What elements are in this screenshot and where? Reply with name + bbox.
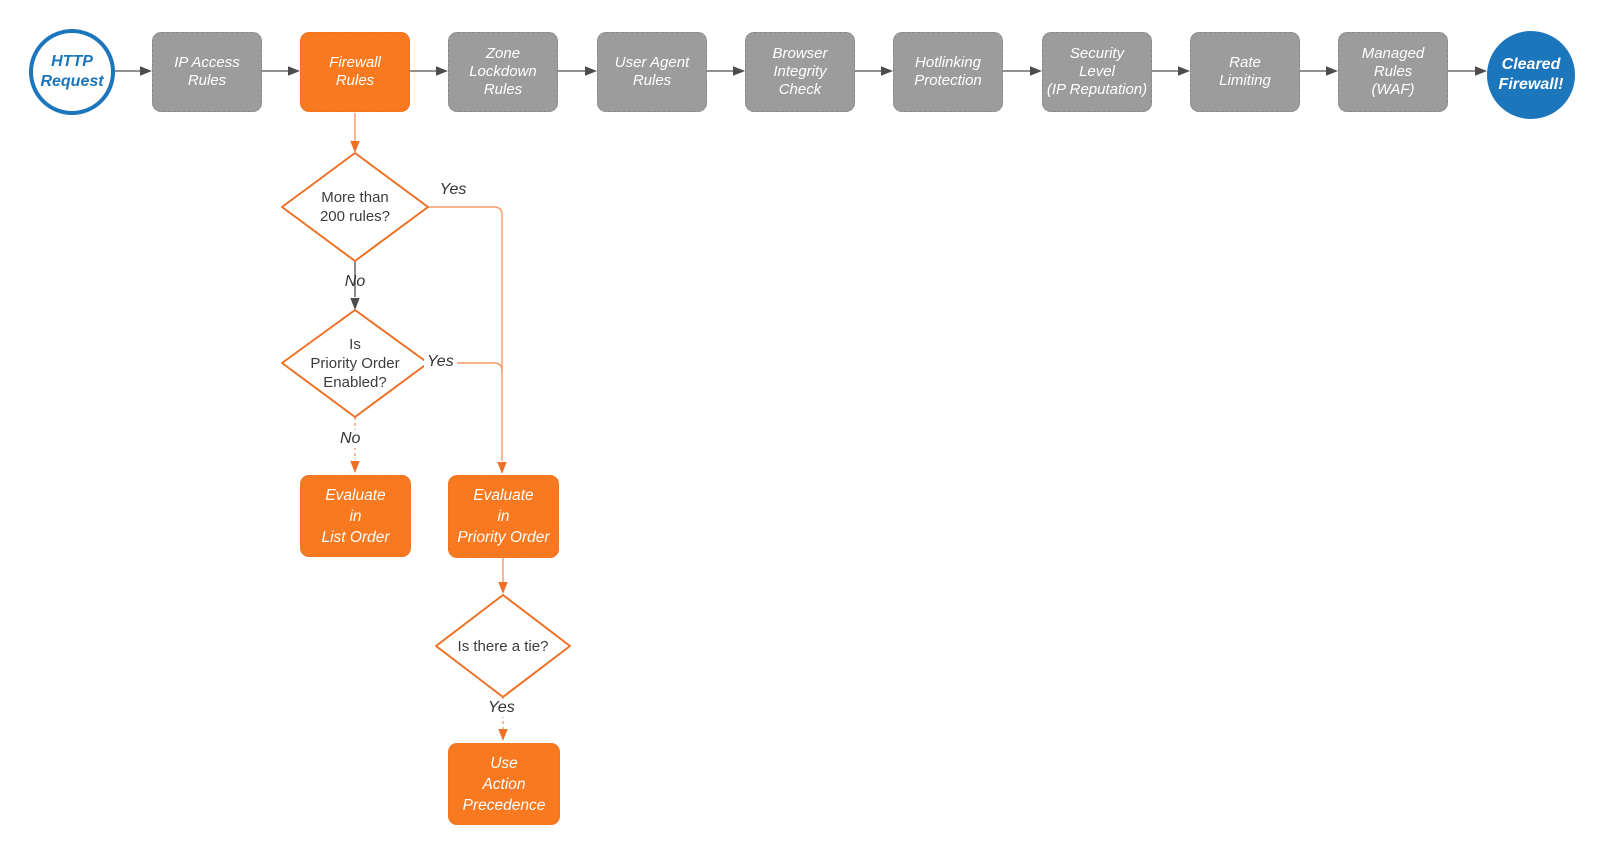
edge-label-yes-1: Yes	[439, 181, 467, 198]
pipeline-box-firewall-rules: Firewall Rules	[300, 32, 410, 112]
pipeline-box-hotlinking-protection: Hotlinking Protection	[893, 32, 1003, 112]
decision-diamond-rule-count	[281, 152, 429, 262]
pipeline-box-security-level: Security Level (IP Reputation)	[1042, 32, 1152, 112]
pipeline-box-browser-integrity-check: Browser Integrity Check	[745, 32, 855, 112]
pipeline-box-label: Zone Lockdown Rules	[469, 45, 537, 98]
decision-label-tie: Is there a tie?	[457, 638, 549, 655]
pipeline-box-label: Browser Integrity Check	[772, 45, 828, 98]
decision-diamond-tie	[435, 594, 571, 698]
pipeline-box-managed-rules-waf: Managed Rules (WAF)	[1338, 32, 1448, 112]
pipeline-box-label: Firewall Rules	[329, 54, 381, 89]
pipeline-box-zone-lockdown-rules: Zone Lockdown Rules	[448, 32, 558, 112]
edge-label-no-2: No	[337, 430, 364, 448]
edge-label-no-1: No	[344, 273, 366, 290]
pipeline-box-rate-limiting: Rate Limiting	[1190, 32, 1300, 112]
end-node-cleared-firewall: Cleared Firewall!	[1487, 31, 1575, 119]
pipeline-arrows	[115, 66, 1487, 76]
action-box-label: Evaluate in List Order	[321, 486, 390, 546]
action-box-use-action-precedence: Use Action Precedence	[448, 743, 560, 825]
action-box-label: Use Action Precedence	[462, 754, 546, 814]
action-box-evaluate-list-order: Evaluate in List Order	[300, 475, 411, 557]
pipeline-box-label: Hotlinking Protection	[914, 54, 982, 89]
decision-arrows	[350, 113, 508, 741]
pipeline-box-ip-access-rules: IP Access Rules	[152, 32, 262, 112]
pipeline-box-label: Rate Limiting	[1219, 54, 1271, 89]
pipeline-box-label: User Agent Rules	[614, 54, 690, 89]
start-node-http-request: HTTP Request	[29, 29, 115, 115]
pipeline-box-label: Managed Rules (WAF)	[1361, 45, 1425, 98]
decision-shapes	[281, 152, 571, 698]
decision-label-rule-count: More than 200 rules?	[319, 189, 391, 225]
decision-diamond-priority-order	[281, 309, 429, 418]
pipeline-box-label: Security Level (IP Reputation)	[1046, 45, 1148, 98]
start-node-label: HTTP Request	[40, 53, 104, 90]
edge-label-yes-2: Yes	[424, 353, 457, 371]
action-box-evaluate-priority-order: Evaluate in Priority Order	[448, 475, 559, 558]
pipeline-box-user-agent-rules: User Agent Rules	[597, 32, 707, 112]
action-box-label: Evaluate in Priority Order	[457, 487, 550, 546]
pipeline-box-label: IP Access Rules	[174, 54, 240, 89]
edge-label-yes-3: Yes	[485, 699, 518, 717]
decision-label-priority-order: Is Priority Order Enabled?	[310, 336, 400, 391]
end-node-label: Cleared Firewall!	[1498, 56, 1564, 93]
